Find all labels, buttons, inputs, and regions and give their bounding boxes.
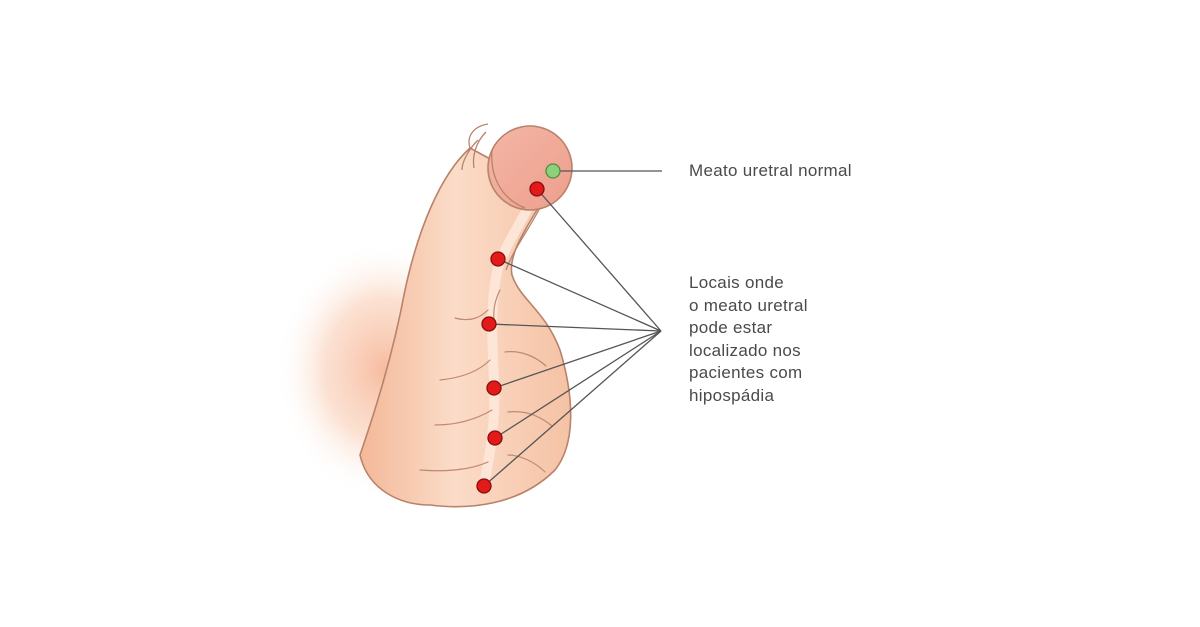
normal-meatus-label: Meato uretral normal: [689, 161, 852, 180]
foreskin-folds: [461, 123, 489, 171]
hypospadias-markers: [476, 181, 545, 494]
leader-line-1: [536, 188, 662, 332]
hypospadias-label-line: localizado nos: [689, 340, 801, 360]
hypospadias-marker-5: [487, 430, 503, 446]
glans-rim: [491, 149, 526, 209]
leader-line-6: [483, 330, 662, 487]
hypospadias-marker-2: [490, 251, 506, 267]
hypospadias-locations-label: Locais onde o meato uretral pode estar l…: [689, 272, 808, 407]
hypospadias-marker-6: [476, 478, 492, 494]
hypospadias-label-line: o meato uretral: [689, 295, 808, 315]
leader-line-2: [497, 258, 662, 332]
hypospadias-marker-1: [529, 181, 545, 197]
hypospadias-marker-3: [481, 316, 497, 332]
leader-line-4: [493, 330, 662, 389]
normal-meatus-marker: [545, 163, 561, 179]
glans: [487, 125, 573, 211]
hypospadias-label-line: pacientes com: [689, 363, 803, 382]
hypospadias-label-line: pode estar: [689, 318, 773, 337]
hypospadias-marker-4: [486, 380, 502, 396]
hypospadias-label-line: Locais onde: [689, 273, 784, 292]
leader-lines: [483, 170, 662, 487]
leader-line-5: [494, 330, 662, 439]
leader-line-3: [488, 323, 662, 332]
skin-wrinkles: [419, 289, 553, 473]
penis-body: [359, 147, 572, 508]
hypospadias-label-line: hipospádia: [689, 385, 775, 405]
